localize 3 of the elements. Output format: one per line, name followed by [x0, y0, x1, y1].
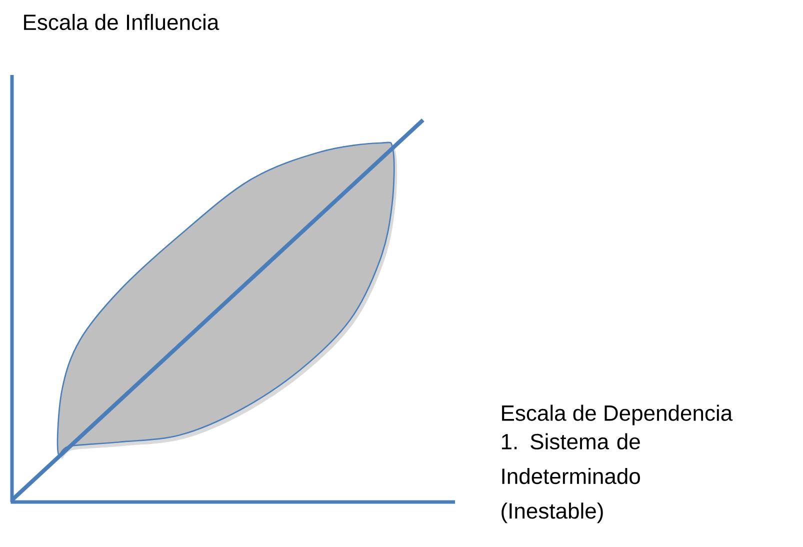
- axis-label: Escala de Influencia: [24, 14, 220, 30]
- axis-label: Escala de Dependencia: [502, 404, 733, 426]
- note-text: 1. Sistema de Indeterminado (Inestable): [502, 433, 640, 524]
